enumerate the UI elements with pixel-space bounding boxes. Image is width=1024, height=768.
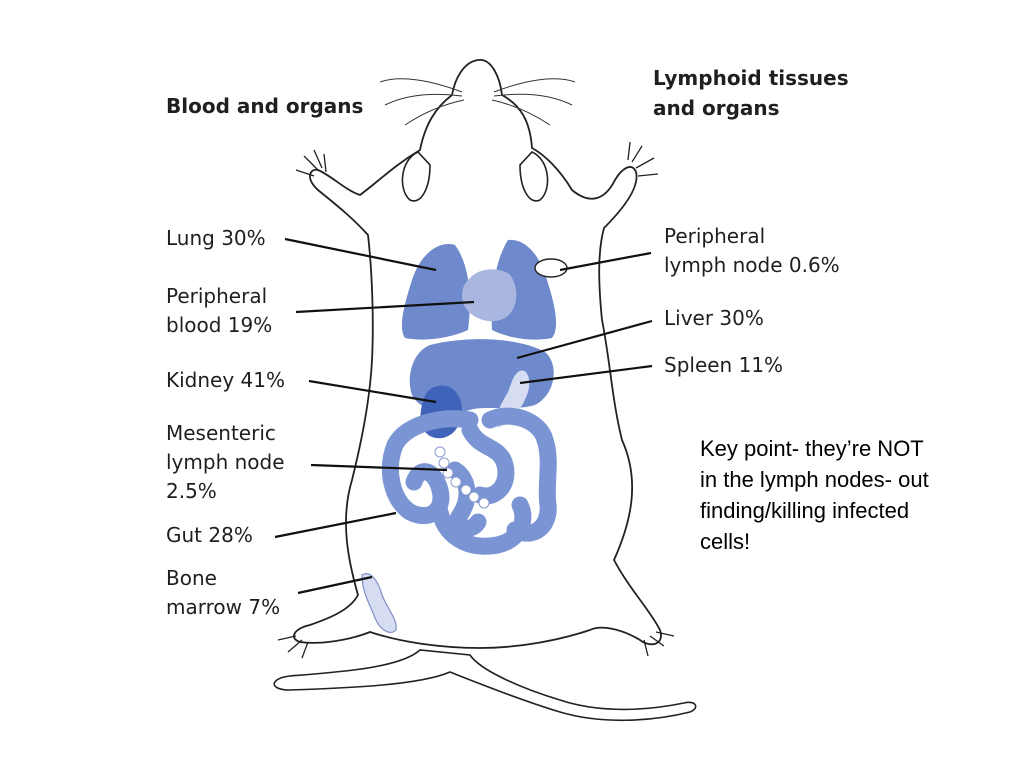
heading-lymphoid-tissues: Lymphoid tissues and organs [653,66,849,120]
mouse-tail [273,649,697,722]
label-peripheral-lymph-node: Peripheral lymph node 0.6% [664,224,840,277]
gut [381,407,557,555]
label-spleen: Spleen 11% [664,353,784,377]
mesenteric-lymph-nodes [434,446,490,509]
leader-lines [274,237,653,595]
label-peripheral-blood: Peripheral blood 19% [166,284,273,337]
mouse-ear-right [519,151,549,202]
mouse-ear-left [401,151,431,202]
lung-left [401,244,470,340]
label-gut: Gut 28% [166,523,253,547]
heading-blood-and-organs: Blood and organs [166,94,364,118]
mouse-claws [277,141,675,659]
label-liver: Liver 30% [664,306,764,330]
bone-marrow [361,573,397,633]
peripheral-lymph-node [534,258,568,278]
label-mesenteric-lymph-node: Mesenteric lymph node 2.5% [166,421,285,503]
key-point-note: Key point- they’re NOT in the lymph node… [700,436,929,554]
label-bone-marrow: Bone marrow 7% [166,566,281,619]
label-kidney: Kidney 41% [166,368,285,392]
heart-blood [462,269,517,322]
label-lung: Lung 30% [166,226,266,250]
mouse-whiskers [379,78,576,126]
